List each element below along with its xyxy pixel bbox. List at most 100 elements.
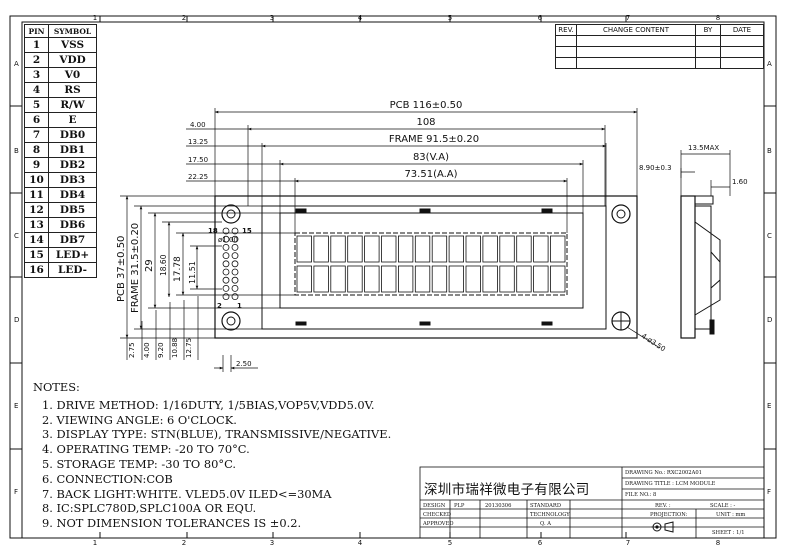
zone-column-label: 5 (448, 14, 452, 22)
aa-outline (294, 232, 568, 296)
zone-column-label: 4 (358, 539, 363, 547)
dim-offset-2: 13.25 (188, 138, 208, 146)
dim-18-60: 18.60 (159, 254, 168, 276)
character-cell (397, 235, 414, 263)
zone-column-label: 2 (182, 14, 186, 22)
pin-label-2: 2 (217, 302, 222, 310)
character-cell (296, 235, 312, 263)
character-cell (381, 265, 397, 293)
pin-number: 15 (24, 247, 49, 263)
zone-column-label: 1 (93, 539, 97, 547)
pin-symbol: VSS (48, 37, 97, 53)
zone-column-label: 3 (270, 14, 274, 22)
note-item: 1. DRIVE METHOD: 1/16DUTY, 1/5BIAS,VOP5V… (42, 397, 375, 412)
pin-symbol: LED- (48, 262, 97, 278)
pin-number: 2 (24, 52, 49, 68)
connector-pin (222, 284, 230, 292)
pin-number: 12 (24, 202, 49, 218)
zone-column-label: 1 (93, 14, 97, 22)
connector-pin (231, 235, 239, 243)
pin-symbol: DB7 (48, 232, 97, 248)
pin-symbol: DB4 (48, 187, 97, 203)
pin-symbol: E (48, 112, 97, 128)
connector-pin (222, 276, 230, 284)
zone-row-label: E (14, 402, 18, 410)
character-cell (482, 235, 498, 263)
note-item: 4. OPERATING TEMP: -20 TO 70°C. (42, 442, 250, 457)
dim-9-20: 9.20 (157, 342, 165, 358)
connector-pin (222, 260, 230, 268)
connector-pin (222, 268, 230, 276)
note-item: 5. STORAGE TEMP: -30 TO 80°C. (42, 456, 236, 471)
dim-hole: 4-ø3.50 (640, 332, 667, 353)
projection-symbol-icon (651, 521, 675, 533)
dim-side-max: 13.5MAX (688, 144, 719, 152)
zone-row-label: B (14, 147, 19, 155)
connector-pin (231, 252, 239, 260)
pin-number: 4 (24, 82, 49, 98)
notes-title: NOTES: (33, 380, 80, 394)
pin-symbol: DB1 (48, 142, 97, 158)
designer: PLP (454, 503, 465, 509)
pcb-outline (214, 195, 638, 339)
connector-pin (231, 276, 239, 284)
pin-symbol: DB5 (48, 202, 97, 218)
connector-pin (231, 260, 239, 268)
connector-pin (222, 227, 230, 235)
dim-4-00: 4.00 (143, 342, 151, 358)
character-cell (448, 235, 465, 263)
unit-label: UNIT : mm (716, 512, 746, 518)
change-content-header: CHANGE CONTENT (576, 24, 696, 36)
design-label: DESIGN (423, 503, 446, 509)
character-cell (330, 265, 346, 293)
rev-label: REV. : (655, 503, 671, 509)
note-item: 2. VIEWING ANGLE: 6 O'CLOCK. (42, 412, 237, 427)
dim-11-51: 11.51 (188, 261, 197, 284)
pin-symbol: R/W (48, 97, 97, 113)
qa-label: Q. A (540, 521, 552, 527)
sheet-label: SHEET : 1/1 (712, 530, 745, 536)
pin-symbol: DB3 (48, 172, 97, 188)
technology-label: TECHNOLOGY (530, 512, 570, 518)
dim-29: 29 (144, 259, 155, 272)
zone-column-label: 7 (626, 14, 630, 22)
note-item: 6. CONNECTION:COB (42, 471, 173, 486)
zone-row-label: F (767, 488, 771, 496)
note-item: 8. IC:SPLC780D,SPLC100A OR EQU. (42, 501, 257, 516)
dim-12-75: 12.75 (185, 338, 193, 358)
character-cell (364, 265, 380, 293)
character-cell (414, 235, 431, 263)
dim-10-88: 10.88 (171, 338, 179, 358)
pin-number: 16 (24, 262, 49, 278)
character-cells (296, 235, 566, 293)
connector-pin (222, 252, 230, 260)
dim-frame-height: FRAME 31.5±0.20 (130, 223, 141, 313)
drawing-title: DRAWING TITLE : LCM MODULE (625, 481, 716, 487)
dim-offset-3: 17.50 (188, 156, 208, 164)
connector-pins (222, 227, 239, 301)
dim-17-78: 17.78 (173, 256, 183, 282)
zone-column-label: 6 (538, 539, 543, 547)
dim-side-160: 1.60 (732, 178, 748, 186)
connector-pin (231, 268, 239, 276)
pin-symbol: V0 (48, 67, 97, 83)
note-item: 7. BACK LIGHT:WHITE. VLED5.0V ILED<=30MA (42, 486, 332, 501)
zone-row-label: D (767, 316, 772, 324)
pin-label-15: 15 (242, 227, 252, 235)
character-cell (431, 235, 448, 263)
zone-row-label: A (14, 60, 19, 68)
pin-number: 10 (24, 172, 49, 188)
character-cell (381, 235, 397, 263)
character-cell (516, 265, 532, 293)
dim-aa-width: 73.51(A.A) (404, 169, 457, 180)
pin-label-1: 1 (237, 302, 242, 310)
zone-row-label: B (767, 147, 772, 155)
character-cell (364, 235, 380, 263)
